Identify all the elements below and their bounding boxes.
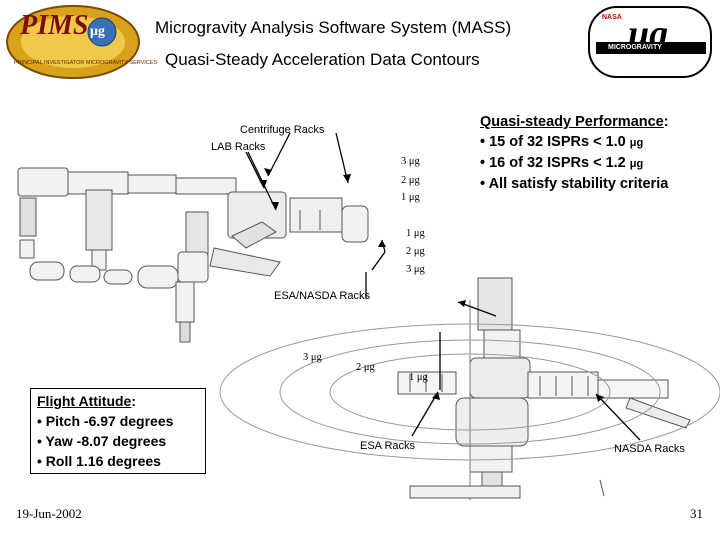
contour-label-bottom-3: 3 μg — [303, 352, 322, 363]
contour-label-lower-3: 3 μg — [406, 264, 425, 275]
contour-label-bottom-1: 1 μg — [409, 372, 428, 383]
performance-item: • All satisfy stability criteria — [480, 176, 669, 192]
flight-attitude-heading: Flight Attitude: — [37, 393, 137, 409]
pims-logo-mug: μg — [90, 24, 105, 39]
contour-label-upper-2: 2 μg — [401, 175, 420, 186]
lower-station-drawing — [397, 277, 691, 500]
attitude-item-yaw: • Yaw -8.07 degrees — [37, 433, 167, 449]
pims-logo-ring-text: PRINCIPAL INVESTIGATOR MICROGRAVITY SERV… — [14, 60, 158, 66]
title-line-2: Quasi-Steady Acceleration Data Contours — [165, 50, 480, 69]
page-number: 31 — [690, 506, 703, 521]
microgravity-logo-mug: μg — [628, 13, 669, 55]
flight-attitude-box: Flight Attitude: • Pitch -6.97 degrees •… — [30, 388, 206, 474]
pims-logo-text: PIMS — [20, 10, 89, 41]
attitude-item-roll: • Roll 1.16 degrees — [37, 453, 161, 469]
contour-label-bottom-2: 2 μg — [356, 362, 375, 373]
nasda-racks-label: NASDA Racks — [614, 443, 685, 455]
esa-nasda-racks-label: ESA/NASDA Racks — [274, 290, 370, 302]
contour-label-lower-2: 2 μg — [406, 246, 425, 257]
lab-racks-label: LAB Racks — [211, 141, 266, 153]
arrow-heads — [259, 168, 604, 402]
pims-logo: PIMS μg PRINCIPAL INVESTIGATOR MICROGRAV… — [4, 2, 157, 80]
esa-racks-label: ESA Racks — [360, 440, 416, 452]
performance-heading: Quasi-steady Performance: — [480, 114, 669, 130]
microgravity-band-text: MICROGRAVITY — [608, 44, 662, 51]
performance-item: • 15 of 32 ISPRs < 1.0 μg — [480, 134, 644, 150]
contour-label-upper-1: 1 μg — [401, 192, 420, 203]
centrifuge-racks-label: Centrifuge Racks — [240, 124, 325, 136]
nasa-logo-text: NASA — [602, 14, 622, 21]
footer-date: 19-Jun-2002 — [16, 506, 82, 521]
microgravity-logo: μg NASA MICROGRAVITY — [588, 6, 712, 78]
upper-station-drawing — [17, 167, 369, 343]
performance-block: Quasi-steady Performance: • 15 of 32 ISP… — [480, 112, 669, 194]
contour-lines — [219, 323, 720, 461]
attitude-item-pitch: • Pitch -6.97 degrees — [37, 413, 174, 429]
title-line-1: Microgravity Analysis Software System (M… — [155, 18, 512, 37]
contour-label-upper-3: 3 μg — [401, 156, 420, 167]
contour-label-lower-1: 1 μg — [406, 228, 425, 239]
performance-item: • 16 of 32 ISPRs < 1.2 μg — [480, 155, 644, 171]
